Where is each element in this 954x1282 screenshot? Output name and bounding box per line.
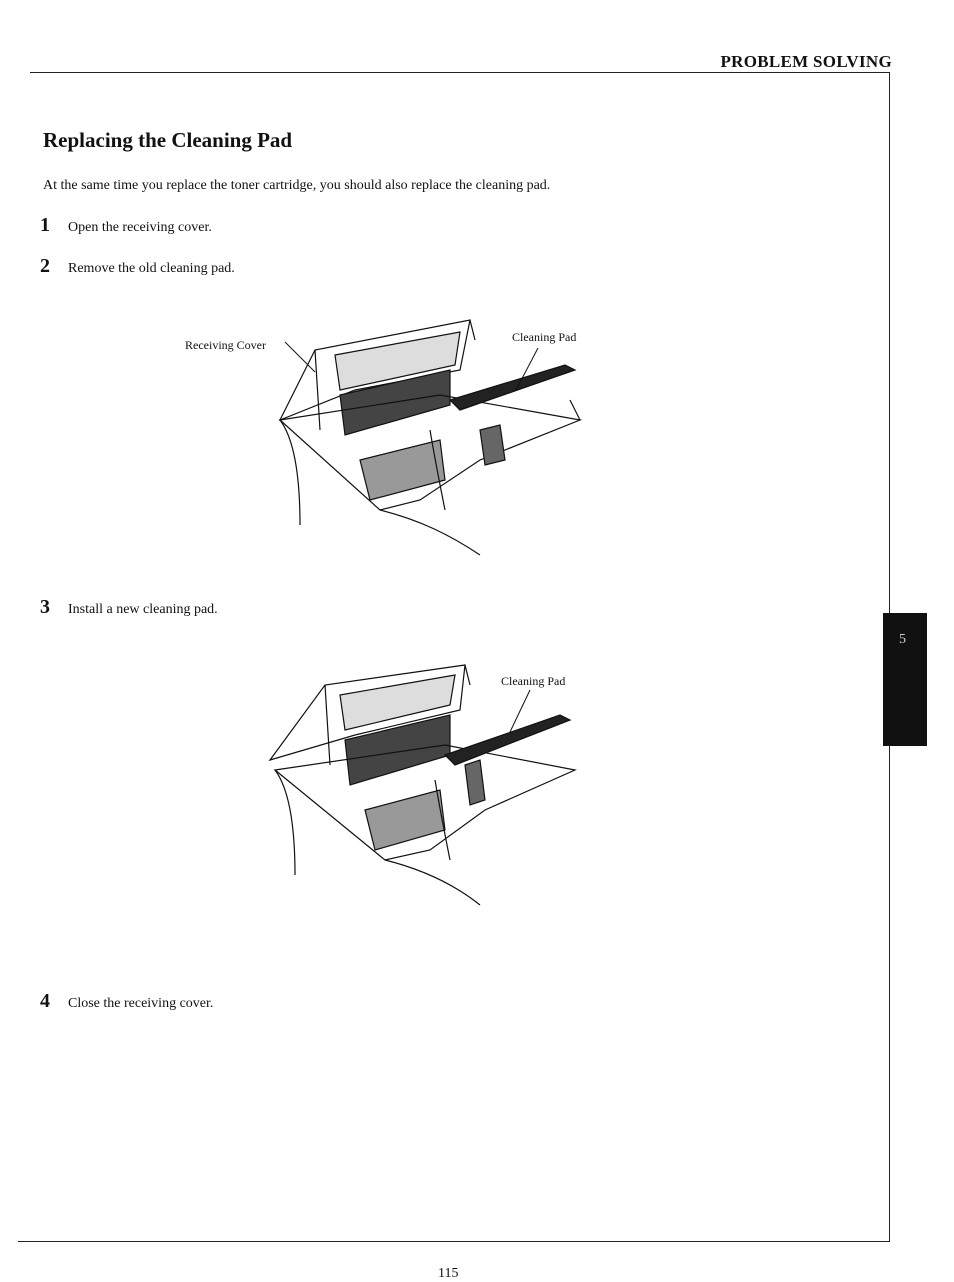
chapter-tab: [883, 613, 927, 746]
step-number: 1: [40, 214, 50, 236]
label-cleaning-pad: Cleaning Pad: [512, 330, 577, 344]
header-rule: [30, 72, 890, 73]
printer-illustration-2: [268, 664, 577, 906]
step-number: 4: [40, 990, 50, 1012]
step-3: 3 Install a new cleaning pad.: [40, 596, 218, 619]
step-text: Close the receiving cover.: [68, 996, 214, 1011]
step-number: 3: [40, 596, 50, 618]
page-title: Replacing the Cleaning Pad: [43, 128, 293, 152]
figure-remove-cleaning-pad: Receiving Cover Cleaning Pad: [180, 310, 600, 560]
step-2: 2 Remove the old cleaning pad.: [40, 255, 235, 278]
printer-illustration-1: [278, 319, 583, 556]
step-text: Remove the old cleaning pad.: [68, 261, 235, 276]
label-receiving-cover: Receiving Cover: [185, 338, 266, 352]
step-text: Open the receiving cover.: [68, 220, 212, 235]
intro-paragraph: At the same time you replace the toner c…: [43, 178, 551, 193]
chapter-tab-number: 5: [899, 632, 906, 647]
label-cleaning-pad: Cleaning Pad: [501, 674, 566, 688]
header-section-title: PROBLEM SOLVING: [720, 52, 892, 71]
page-number: 115: [438, 1266, 459, 1281]
footer-rule: [18, 1241, 890, 1242]
step-4: 4 Close the receiving cover.: [40, 990, 213, 1013]
step-text: Install a new cleaning pad.: [68, 602, 218, 617]
step-number: 2: [40, 255, 50, 277]
figure-install-cleaning-pad: Cleaning Pad: [265, 660, 595, 910]
step-1: 1 Open the receiving cover.: [40, 214, 212, 237]
